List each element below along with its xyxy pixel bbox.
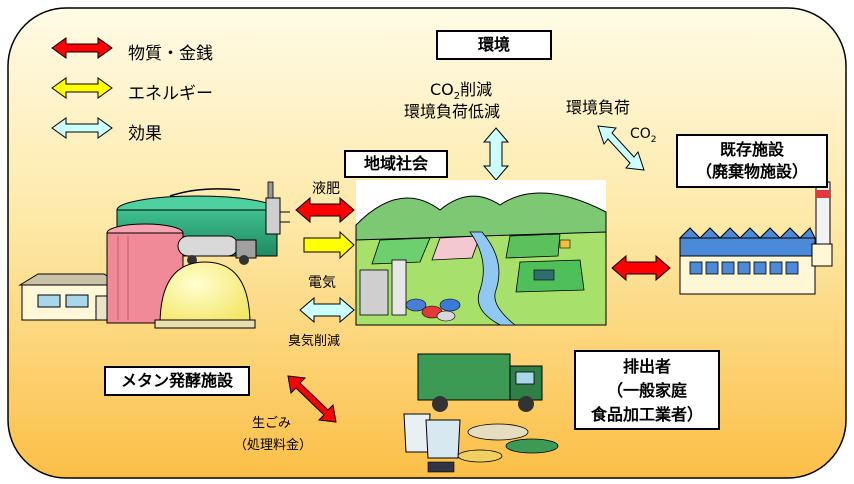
liquid-fertilizer-label: 液肥 <box>312 181 340 197</box>
co2-label: CO2 <box>630 126 657 145</box>
community-facility-arrow <box>611 254 671 282</box>
emitter-line1: 排出者 <box>622 357 671 376</box>
existing-facility-line2: （廃棄物施設） <box>695 162 808 181</box>
co2-prefix: CO <box>630 126 651 142</box>
existing-facility-illustration <box>678 181 833 295</box>
emitter-box: 排出者 （一般家庭 食品加工業者） <box>574 350 720 430</box>
community-box: 地域社会 <box>344 150 448 178</box>
co2-reduction-suffix: 削減 <box>460 80 493 99</box>
methane-facility-box: メタン発酵施設 <box>104 366 250 396</box>
env-load-label: 環境負荷 <box>566 98 631 117</box>
legend-label-energy: エネルギー <box>128 84 213 104</box>
processing-fee-label: （処理料金） <box>234 438 313 453</box>
environment-box: 環境 <box>436 30 552 60</box>
methane-plant-illustration <box>18 181 290 329</box>
community-landscape-illustration <box>355 180 607 326</box>
co2-reduction-sub: 2 <box>453 91 461 103</box>
food-waste-label: 生ごみ <box>252 416 292 431</box>
legend-effect-arrow <box>51 117 113 139</box>
emitter-line2: （一般家庭 <box>606 381 687 400</box>
odor-reduction-label: 臭気削減 <box>288 334 341 349</box>
electricity-label: 電気 <box>308 275 336 291</box>
co2-reduction-prefix: CO <box>430 80 454 99</box>
legend-energy-arrow <box>51 77 113 99</box>
existing-facility-line1: 既存施設 <box>719 140 784 159</box>
legend-material-arrow <box>51 37 113 59</box>
existing-facility-box: 既存施設 （廃棄物施設） <box>676 134 828 188</box>
co2-reduction-label: CO2削減 <box>430 76 492 102</box>
legend-label-material: 物質・金銭 <box>128 44 213 64</box>
facility-environment-arrow <box>597 125 645 171</box>
liquid-fertilizer-arrow <box>295 196 355 224</box>
env-load-reduction-label: 環境負荷低減 <box>404 102 501 121</box>
odor-reduction-arrow <box>299 296 355 324</box>
emitter-line3: 食品加工業者） <box>590 405 703 424</box>
food-waste-arrow <box>287 375 337 423</box>
electricity-arrow <box>303 230 355 260</box>
co2-sub: 2 <box>650 134 657 145</box>
legend-label-effect: 効果 <box>128 124 162 144</box>
emitter-illustration <box>403 353 559 473</box>
